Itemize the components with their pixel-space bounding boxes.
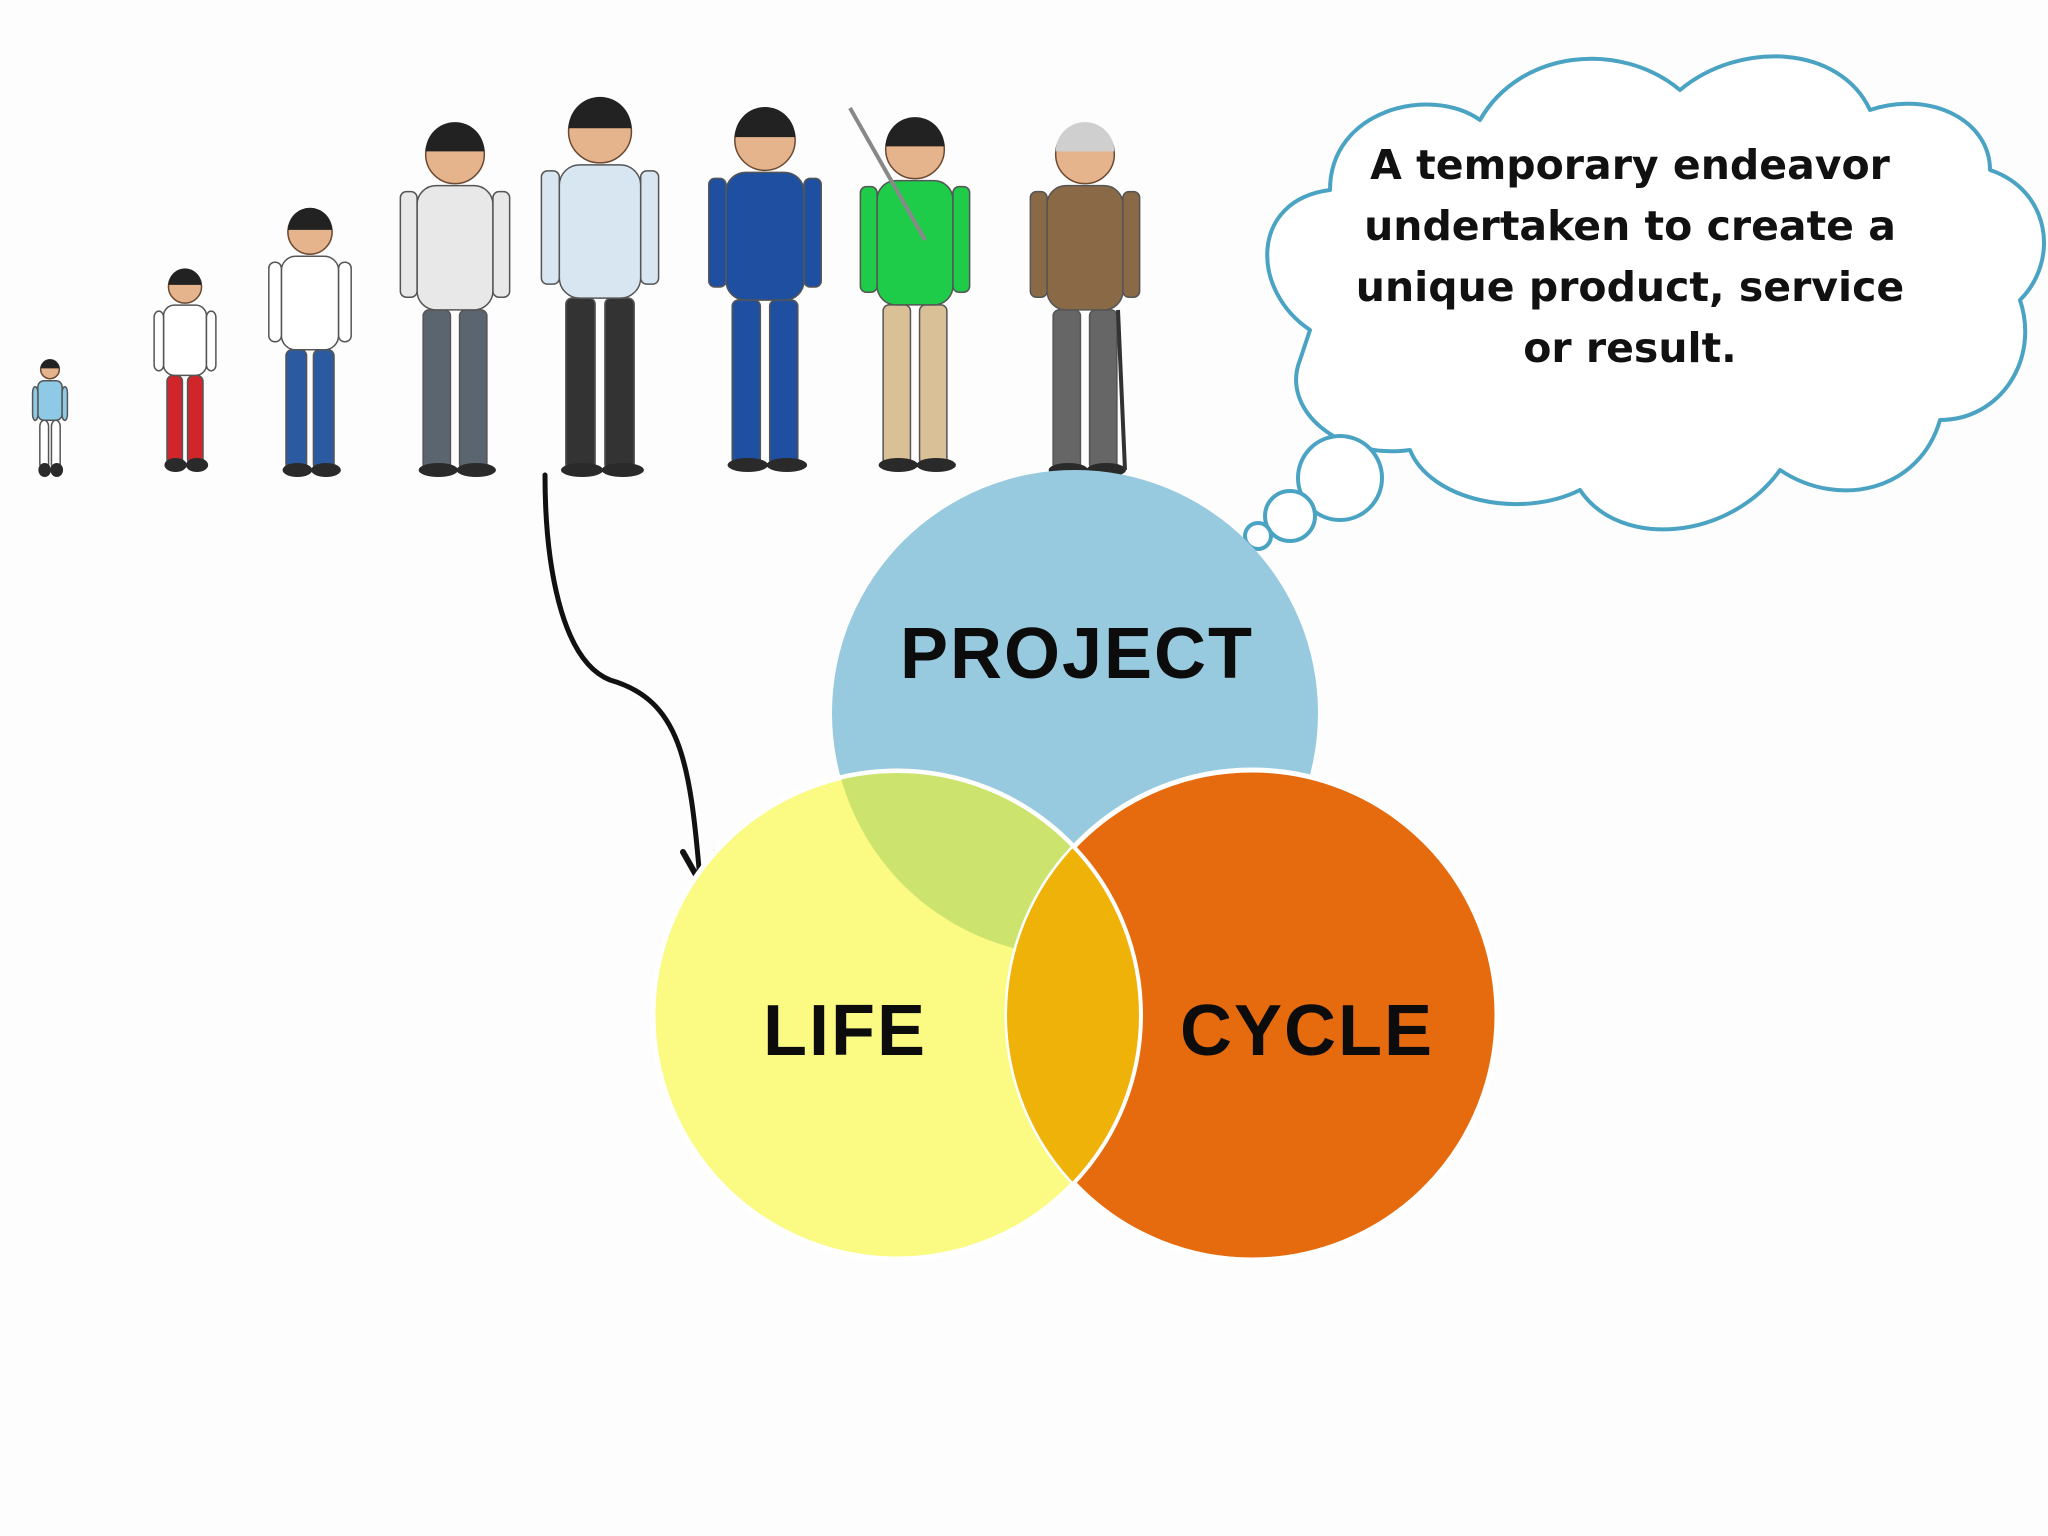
figure-shoe: [766, 458, 808, 472]
figure-shoe: [601, 463, 644, 477]
figure-torso: [1046, 184, 1124, 311]
label-project: PROJECT: [900, 614, 1254, 694]
figure-baby: [31, 359, 69, 477]
thought-bubble-text: A temporary endeavor undertaken to creat…: [1355, 141, 1905, 372]
figure-leg: [604, 297, 635, 471]
figure-hair: [734, 106, 796, 138]
figure-arm: [205, 310, 217, 372]
figure-arm: [399, 190, 418, 298]
figure-arm: [1122, 190, 1141, 298]
figure-arm: [492, 190, 511, 298]
figure-leg: [1052, 309, 1082, 471]
figure-leg: [312, 349, 335, 471]
figure-young-professional: [540, 96, 660, 477]
figure-hair: [568, 96, 632, 129]
thought-cloud: [1265, 54, 2046, 532]
figure-torso: [37, 379, 63, 422]
thought-bubble: [1243, 54, 2046, 551]
figure-shoe: [164, 458, 187, 472]
figure-shoe: [38, 463, 51, 477]
figure-arm: [952, 185, 971, 293]
figure-shoe: [282, 463, 313, 477]
figure-arm: [708, 177, 727, 288]
figure-hair: [40, 359, 60, 369]
figure-torso: [876, 179, 954, 306]
label-life: LIFE: [763, 991, 927, 1071]
figure-arm: [268, 261, 283, 343]
figure-shoe: [456, 463, 496, 477]
figure-arm: [859, 185, 878, 293]
figure-shoe: [311, 463, 341, 477]
figure-elder: [1029, 122, 1141, 477]
label-cycle: CYCLE: [1180, 991, 1434, 1071]
figure-shoe: [727, 458, 769, 472]
venn-diagram: PROJECT LIFE CYCLE: [650, 470, 1500, 1263]
figure-arm: [337, 261, 352, 343]
thought-dot-medium: [1263, 489, 1317, 543]
figure-shoe: [560, 463, 604, 477]
figure-hair: [1055, 122, 1115, 152]
figure-leg: [731, 299, 762, 466]
figure-shoe: [418, 463, 459, 477]
figure-leg: [50, 419, 61, 471]
figure-torso: [280, 255, 340, 351]
cane-icon: [1116, 309, 1127, 471]
life-stage-figures: [31, 96, 1141, 477]
figure-leg: [565, 297, 596, 471]
figure-shoe: [185, 458, 209, 472]
figure-leg: [39, 419, 50, 471]
venn-overlap-project-life: [832, 771, 1141, 956]
figure-shoe: [916, 458, 956, 472]
figure-arm: [153, 310, 165, 372]
figure-golfer: [859, 117, 971, 472]
figure-schoolboy: [268, 207, 352, 477]
figure-torso: [162, 304, 208, 377]
figure-hair: [287, 207, 333, 230]
figure-torso: [558, 164, 642, 299]
figure-arm: [803, 177, 822, 288]
figure-leg: [768, 299, 799, 466]
figure-leg: [918, 304, 948, 466]
curved-arrow: [542, 472, 703, 883]
figure-arm: [639, 170, 660, 285]
golf-club-icon: [848, 107, 927, 241]
figure-leg: [285, 349, 308, 471]
figure-student: [399, 122, 511, 477]
figure-hair: [168, 268, 202, 285]
figure-leg: [422, 309, 452, 471]
figure-arm: [1029, 190, 1048, 298]
figure-child: [153, 268, 217, 472]
figure-leg: [1088, 309, 1118, 471]
figure-torso: [725, 171, 805, 301]
figure-hair: [425, 122, 485, 152]
figure-torso: [416, 184, 494, 311]
thought-dot-small: [1243, 521, 1273, 551]
figure-leg: [166, 374, 184, 466]
figure-middle-aged: [708, 106, 822, 472]
figure-arm: [31, 385, 39, 422]
figure-arm: [540, 170, 561, 285]
figure-leg: [458, 309, 488, 471]
venn-outline-life: [651, 769, 1143, 1261]
figure-leg: [186, 374, 204, 466]
figure-leg: [882, 304, 912, 466]
figure-arm: [61, 385, 69, 422]
thought-dot-large: [1296, 434, 1384, 522]
figure-shoe: [878, 458, 919, 472]
figure-shoe: [50, 463, 64, 477]
figure-hair: [885, 117, 945, 147]
